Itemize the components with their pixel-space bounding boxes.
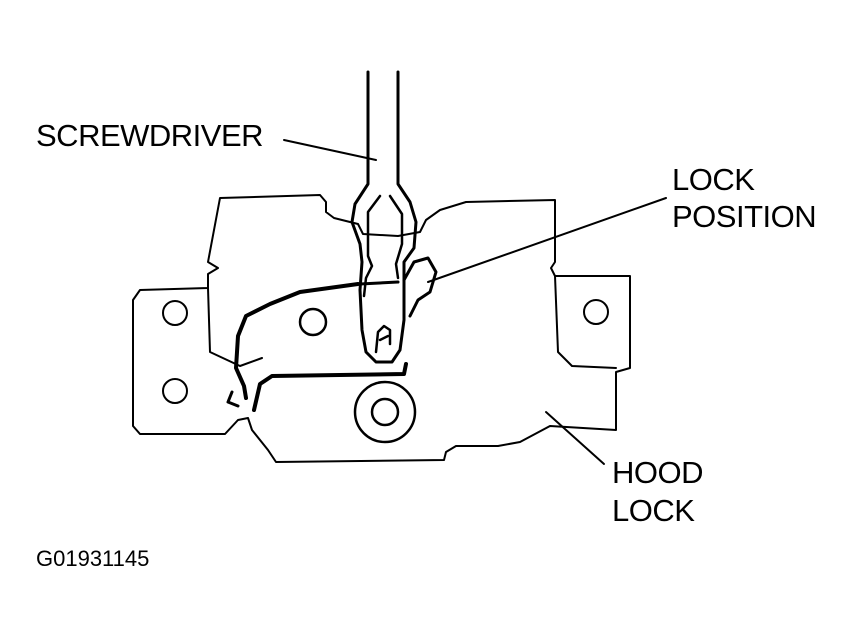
lock-position-leader-line bbox=[427, 197, 667, 283]
plate-left-step bbox=[207, 287, 263, 367]
hood-lock-leader-line bbox=[545, 411, 605, 465]
pivot-rivet-inner bbox=[370, 397, 400, 427]
lock-position-label-line1: LOCK bbox=[672, 162, 755, 197]
latch-lever bbox=[234, 282, 360, 400]
lock-catch-tab bbox=[358, 280, 400, 286]
figure-code: G01931145 bbox=[36, 546, 150, 571]
mounting-hole-left-top bbox=[162, 300, 188, 326]
screwdriver-label: SCREWDRIVER bbox=[36, 118, 264, 153]
hood-lock-label-line2: LOCK bbox=[612, 493, 695, 528]
screwdriver-shaft bbox=[350, 70, 418, 364]
mounting-hole-left-bottom bbox=[162, 378, 188, 404]
latch-lever-tip bbox=[226, 390, 240, 408]
hood-lock-plate-outline bbox=[132, 194, 631, 463]
mounting-hole-right bbox=[583, 299, 609, 325]
hood-lock-label-line1: HOOD bbox=[612, 455, 704, 490]
plate-right-step bbox=[554, 275, 617, 369]
screwdriver-leader-line bbox=[283, 139, 377, 161]
screwdriver-tip-mark bbox=[374, 324, 392, 354]
lock-lever-spring bbox=[402, 256, 438, 318]
lock-position-label-line2: POSITION bbox=[672, 199, 817, 234]
pivot-hole bbox=[298, 307, 328, 337]
pivot-rivet-outer bbox=[353, 380, 417, 444]
striker-hook bbox=[252, 362, 408, 412]
screwdriver-blade-right bbox=[388, 194, 404, 280]
screwdriver-blade-left bbox=[362, 194, 382, 298]
